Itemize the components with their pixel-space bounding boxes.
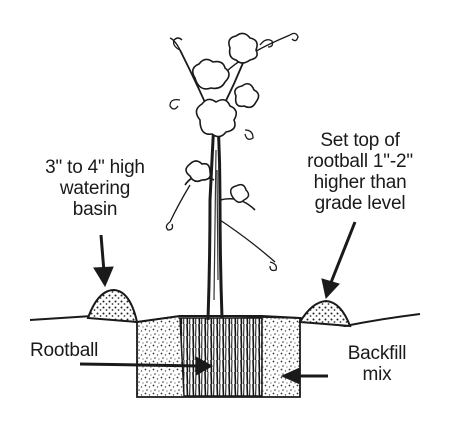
- watering-basin-label: 3" to 4" high watering basin: [45, 157, 145, 220]
- arrow-settop: [321, 221, 357, 300]
- tree-sapling-icon: [165, 32, 299, 321]
- arrow-rootball: [79, 356, 214, 376]
- set-top-label: Set top of rootball 1"-2" higher than gr…: [307, 130, 413, 214]
- arrow-backfill: [280, 367, 328, 385]
- soil-mound-icon-right: [298, 299, 352, 328]
- rootball-area: [179, 317, 263, 397]
- soil-mound-icon: [86, 288, 139, 324]
- rootball-label: Rootball: [30, 340, 99, 361]
- arrow-basin: [93, 234, 114, 288]
- backfill-label: Backfill mix: [347, 343, 407, 385]
